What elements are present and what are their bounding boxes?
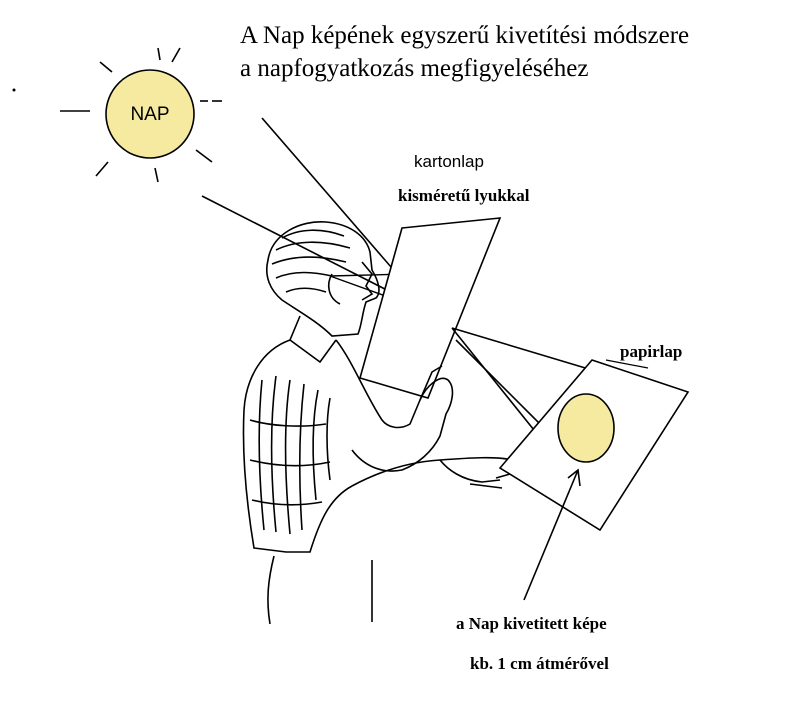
label-paper: papirlap bbox=[620, 342, 683, 361]
label-image-size: kb. 1 cm átmérővel bbox=[470, 654, 609, 673]
speck bbox=[12, 88, 16, 92]
label-projected-image: a Nap kivetitett képe bbox=[456, 614, 607, 633]
label-card: kartonlap bbox=[414, 152, 484, 171]
sun-label: NAP bbox=[130, 104, 169, 125]
person-figure-icon bbox=[242, 221, 531, 625]
sun-icon: NAP bbox=[12, 47, 222, 183]
image-pointer-arrow bbox=[523, 468, 581, 601]
title-line-2: a napfogyatkozás megfigyeléséhez bbox=[240, 55, 589, 82]
paper-label-leader bbox=[605, 359, 649, 369]
label-card-note: kisméretű lyukkal bbox=[398, 186, 530, 205]
sun-rays bbox=[60, 47, 222, 183]
sun-disc bbox=[105, 69, 195, 159]
card-sheet-icon bbox=[359, 217, 502, 399]
title-line-1: A Nap képének egyszerű kivetítési módsze… bbox=[240, 22, 690, 49]
projected-sun-image bbox=[557, 393, 615, 463]
